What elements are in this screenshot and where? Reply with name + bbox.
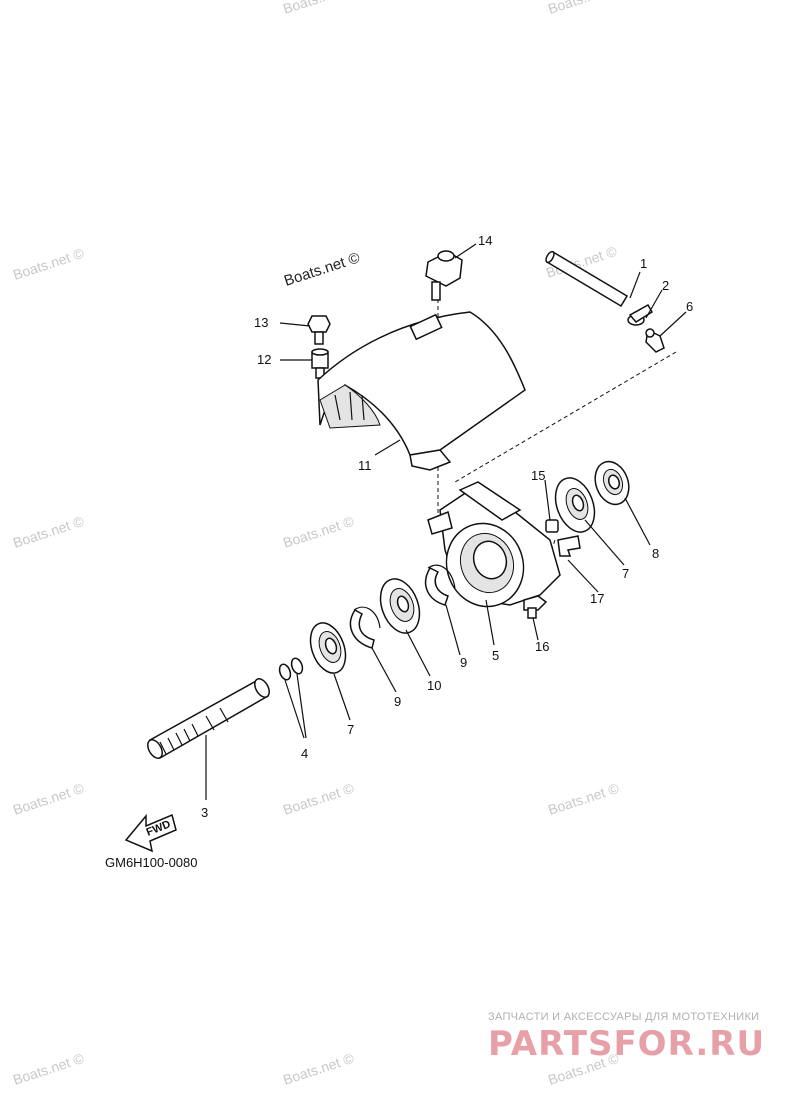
callout-7-upper: 7: [622, 566, 629, 581]
watermark: Boats.net ©: [11, 245, 86, 283]
watermark: Boats.net ©: [546, 0, 621, 17]
callout-9-upper: 9: [460, 655, 467, 670]
callout-5: 5: [492, 648, 499, 663]
watermark: Boats.net ©: [11, 780, 86, 818]
callout-15: 15: [531, 468, 545, 483]
banner-brand: PARTSFOR.RU: [488, 1024, 765, 1064]
banner-tagline: ЗАПЧАСТИ И АКСЕССУАРЫ ДЛЯ МОТОТЕХНИКИ: [488, 1011, 759, 1023]
callout-16: 16: [535, 639, 549, 654]
callout-6: 6: [686, 299, 693, 314]
top-fitting-part: [425, 250, 463, 301]
callout-9-lower: 9: [394, 694, 401, 709]
watermark: Boats.net ©: [281, 0, 356, 17]
callout-11: 11: [358, 458, 372, 473]
callout-8: 8: [652, 546, 659, 561]
callout-4: 4: [301, 746, 308, 761]
housing-cover-part: [317, 311, 526, 471]
circlip-group: [349, 564, 456, 649]
brand-banner: ЗАПЧАСТИ И АКСЕССУАРЫ ДЛЯ МОТОТЕХНИКИ PA…: [488, 1011, 765, 1064]
grease-nipple-part: [645, 328, 665, 353]
drive-shaft-part: [147, 678, 270, 760]
bearing-housing-part: [427, 481, 561, 608]
watermark-main: Boats.net ©: [282, 249, 362, 289]
callout-3: 3: [201, 805, 208, 820]
pin-part: [545, 250, 629, 308]
small-parts-group: [523, 519, 581, 619]
callout-10: 10: [427, 678, 441, 693]
callout-13: 13: [254, 315, 268, 330]
callout-1: 1: [640, 256, 647, 271]
watermark: Boats.net ©: [281, 780, 356, 818]
watermark: Boats.net ©: [11, 1050, 86, 1088]
callout-17: 17: [590, 591, 604, 606]
forward-arrow-icon: FWD: [124, 813, 177, 853]
callout-12: 12: [257, 352, 271, 367]
watermark: Boats.net ©: [281, 1050, 356, 1088]
watermark: Boats.net ©: [281, 513, 356, 551]
callout-2: 2: [662, 278, 669, 293]
o-rings-part: [278, 657, 304, 681]
watermark: Boats.net ©: [11, 513, 86, 551]
leader-lines: [205, 243, 687, 800]
clip-part: [627, 303, 654, 326]
bearings-group: [309, 460, 630, 674]
diagram-code: GM6H100-0080: [105, 855, 198, 870]
callout-labels: 1 2 6 14 13 12 11 15 7 8 17 16 5 9 10 9 …: [201, 233, 693, 820]
bolt-part: [307, 315, 331, 345]
callout-7-lower: 7: [347, 722, 354, 737]
callout-14: 14: [478, 233, 492, 248]
watermark: Boats.net ©: [546, 780, 621, 818]
